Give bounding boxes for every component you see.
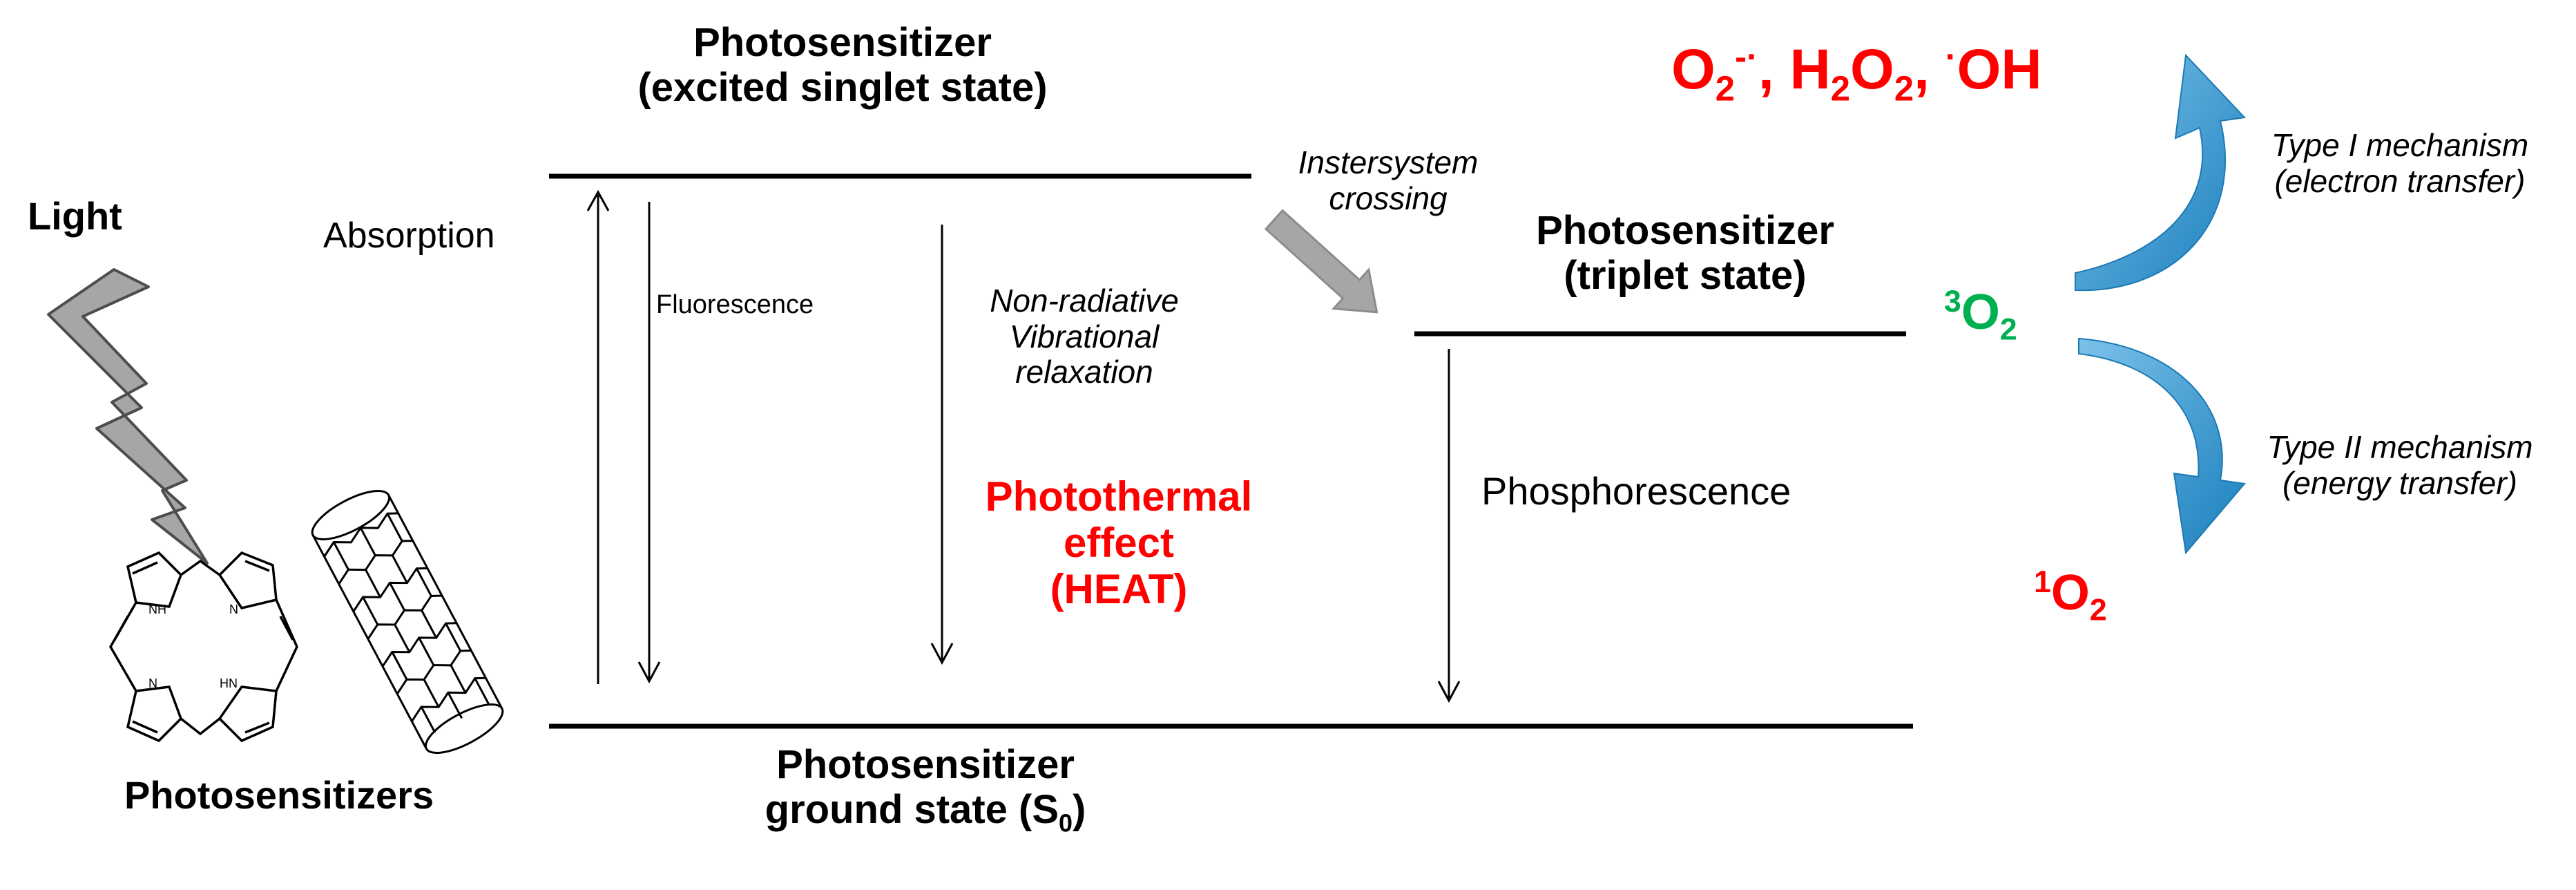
triplet-oxygen-sup: 3 xyxy=(1944,285,1961,319)
light-label: Light xyxy=(28,194,122,238)
photothermal-line-2: effect xyxy=(1063,520,1175,567)
singlet-state-line-2: (excited singlet state) xyxy=(637,64,1048,110)
ground-state-line-1: Photosensitizer xyxy=(776,742,1075,787)
ground-state-close: ) xyxy=(1073,786,1086,832)
nonradiative-line-1: Non-radiative xyxy=(990,283,1179,319)
ros-oh: OH xyxy=(1957,38,2042,101)
nonradiative-arrow xyxy=(930,225,954,665)
ros-o2: O xyxy=(1850,38,1894,101)
ros-o-sub: 2 xyxy=(1715,68,1736,108)
absorption-label: Absorption xyxy=(323,216,495,256)
n-label-2: N xyxy=(148,676,157,690)
ros-oh-dot: · xyxy=(1945,37,1957,77)
singlet-state-line-1: Photosensitizer xyxy=(693,20,992,65)
singlet-oxygen-sup: 1 xyxy=(2034,565,2051,599)
ground-state-line-2: ground state (S0) xyxy=(635,786,1215,835)
fluorescence-label: Fluorescence xyxy=(656,290,814,319)
ros-o-sup: -· xyxy=(1735,37,1758,77)
type2-line-2: (energy transfer) xyxy=(2282,464,2517,501)
ground-state-title: Photosensitizer ground state (S0) xyxy=(635,742,1215,835)
type2-mechanism-label: Type II mechanism (energy transfer) xyxy=(2238,429,2562,501)
ros-h-sub: 2 xyxy=(1830,68,1851,108)
ground-state-text: ground state (S xyxy=(765,786,1059,832)
ros-o: O xyxy=(1671,38,1715,101)
nonradiative-label: Non-radiative Vibrational relaxation xyxy=(939,283,1229,390)
ros-sep-1: , xyxy=(1758,38,1790,101)
ground-state-subscript: 0 xyxy=(1059,808,1073,837)
type1-mechanism-label: Type I mechanism (electron transfer) xyxy=(2238,127,2562,199)
ros-sep-2: , xyxy=(1914,38,1945,101)
type1-mechanism-arrow xyxy=(2075,53,2247,292)
singlet-oxygen-sub: 2 xyxy=(2089,593,2107,627)
singlet-oxygen-label: 1O2 xyxy=(2034,565,2107,625)
isc-line-2: crossing xyxy=(1329,180,1448,216)
ros-label: O2-·, H2O2, ·OH xyxy=(1671,37,2042,106)
fluorescence-arrow xyxy=(637,202,661,684)
singlet-state-title: Photosensitizer (excited singlet state) xyxy=(483,20,1202,111)
photosensitizers-label: Photosensitizers xyxy=(124,773,434,817)
type1-line-2: (electron transfer) xyxy=(2274,162,2526,199)
type1-line-1: Type I mechanism xyxy=(2271,127,2529,163)
n-label-1: N xyxy=(229,603,238,616)
nonradiative-line-3: relaxation xyxy=(1015,354,1153,390)
ros-h: H xyxy=(1789,38,1831,101)
isc-line-1: Instersystem xyxy=(1298,144,1479,180)
nonradiative-line-2: Vibrational xyxy=(1009,318,1160,354)
triplet-state-title: Photosensitizer (triplet state) xyxy=(1485,208,1885,299)
singlet-oxygen-o: O xyxy=(2050,565,2090,621)
triplet-oxygen-o: O xyxy=(1961,285,2000,340)
ros-o2-sub: 2 xyxy=(1894,68,1914,108)
photothermal-line-3: (HEAT) xyxy=(1050,566,1188,613)
type2-line-1: Type II mechanism xyxy=(2267,429,2533,465)
photothermal-label: Photothermal effect (HEAT) xyxy=(953,473,1285,613)
photothermal-line-1: Photothermal xyxy=(985,473,1253,520)
absorption-arrow xyxy=(586,189,610,684)
triplet-state-line-1: Photosensitizer xyxy=(1536,208,1834,253)
hn-label: HN xyxy=(220,676,238,690)
triplet-oxygen-sub: 2 xyxy=(1999,312,2017,347)
triplet-oxygen-label: 3O2 xyxy=(1944,285,2017,345)
phosphorescence-label: Phosphorescence xyxy=(1481,469,1791,513)
triplet-state-line-2: (triplet state) xyxy=(1564,252,1807,298)
porphyrin-molecule-icon xyxy=(108,551,298,743)
lightning-bolt-icon xyxy=(47,268,209,565)
carbon-nanotube-icon xyxy=(311,489,504,755)
type2-mechanism-arrow xyxy=(2078,337,2246,555)
isc-arrow xyxy=(1264,209,1378,314)
phosphorescence-arrow xyxy=(1437,349,1461,703)
nh-label-1: NH xyxy=(148,603,166,616)
isc-label: Instersystem crossing xyxy=(1264,144,1512,216)
